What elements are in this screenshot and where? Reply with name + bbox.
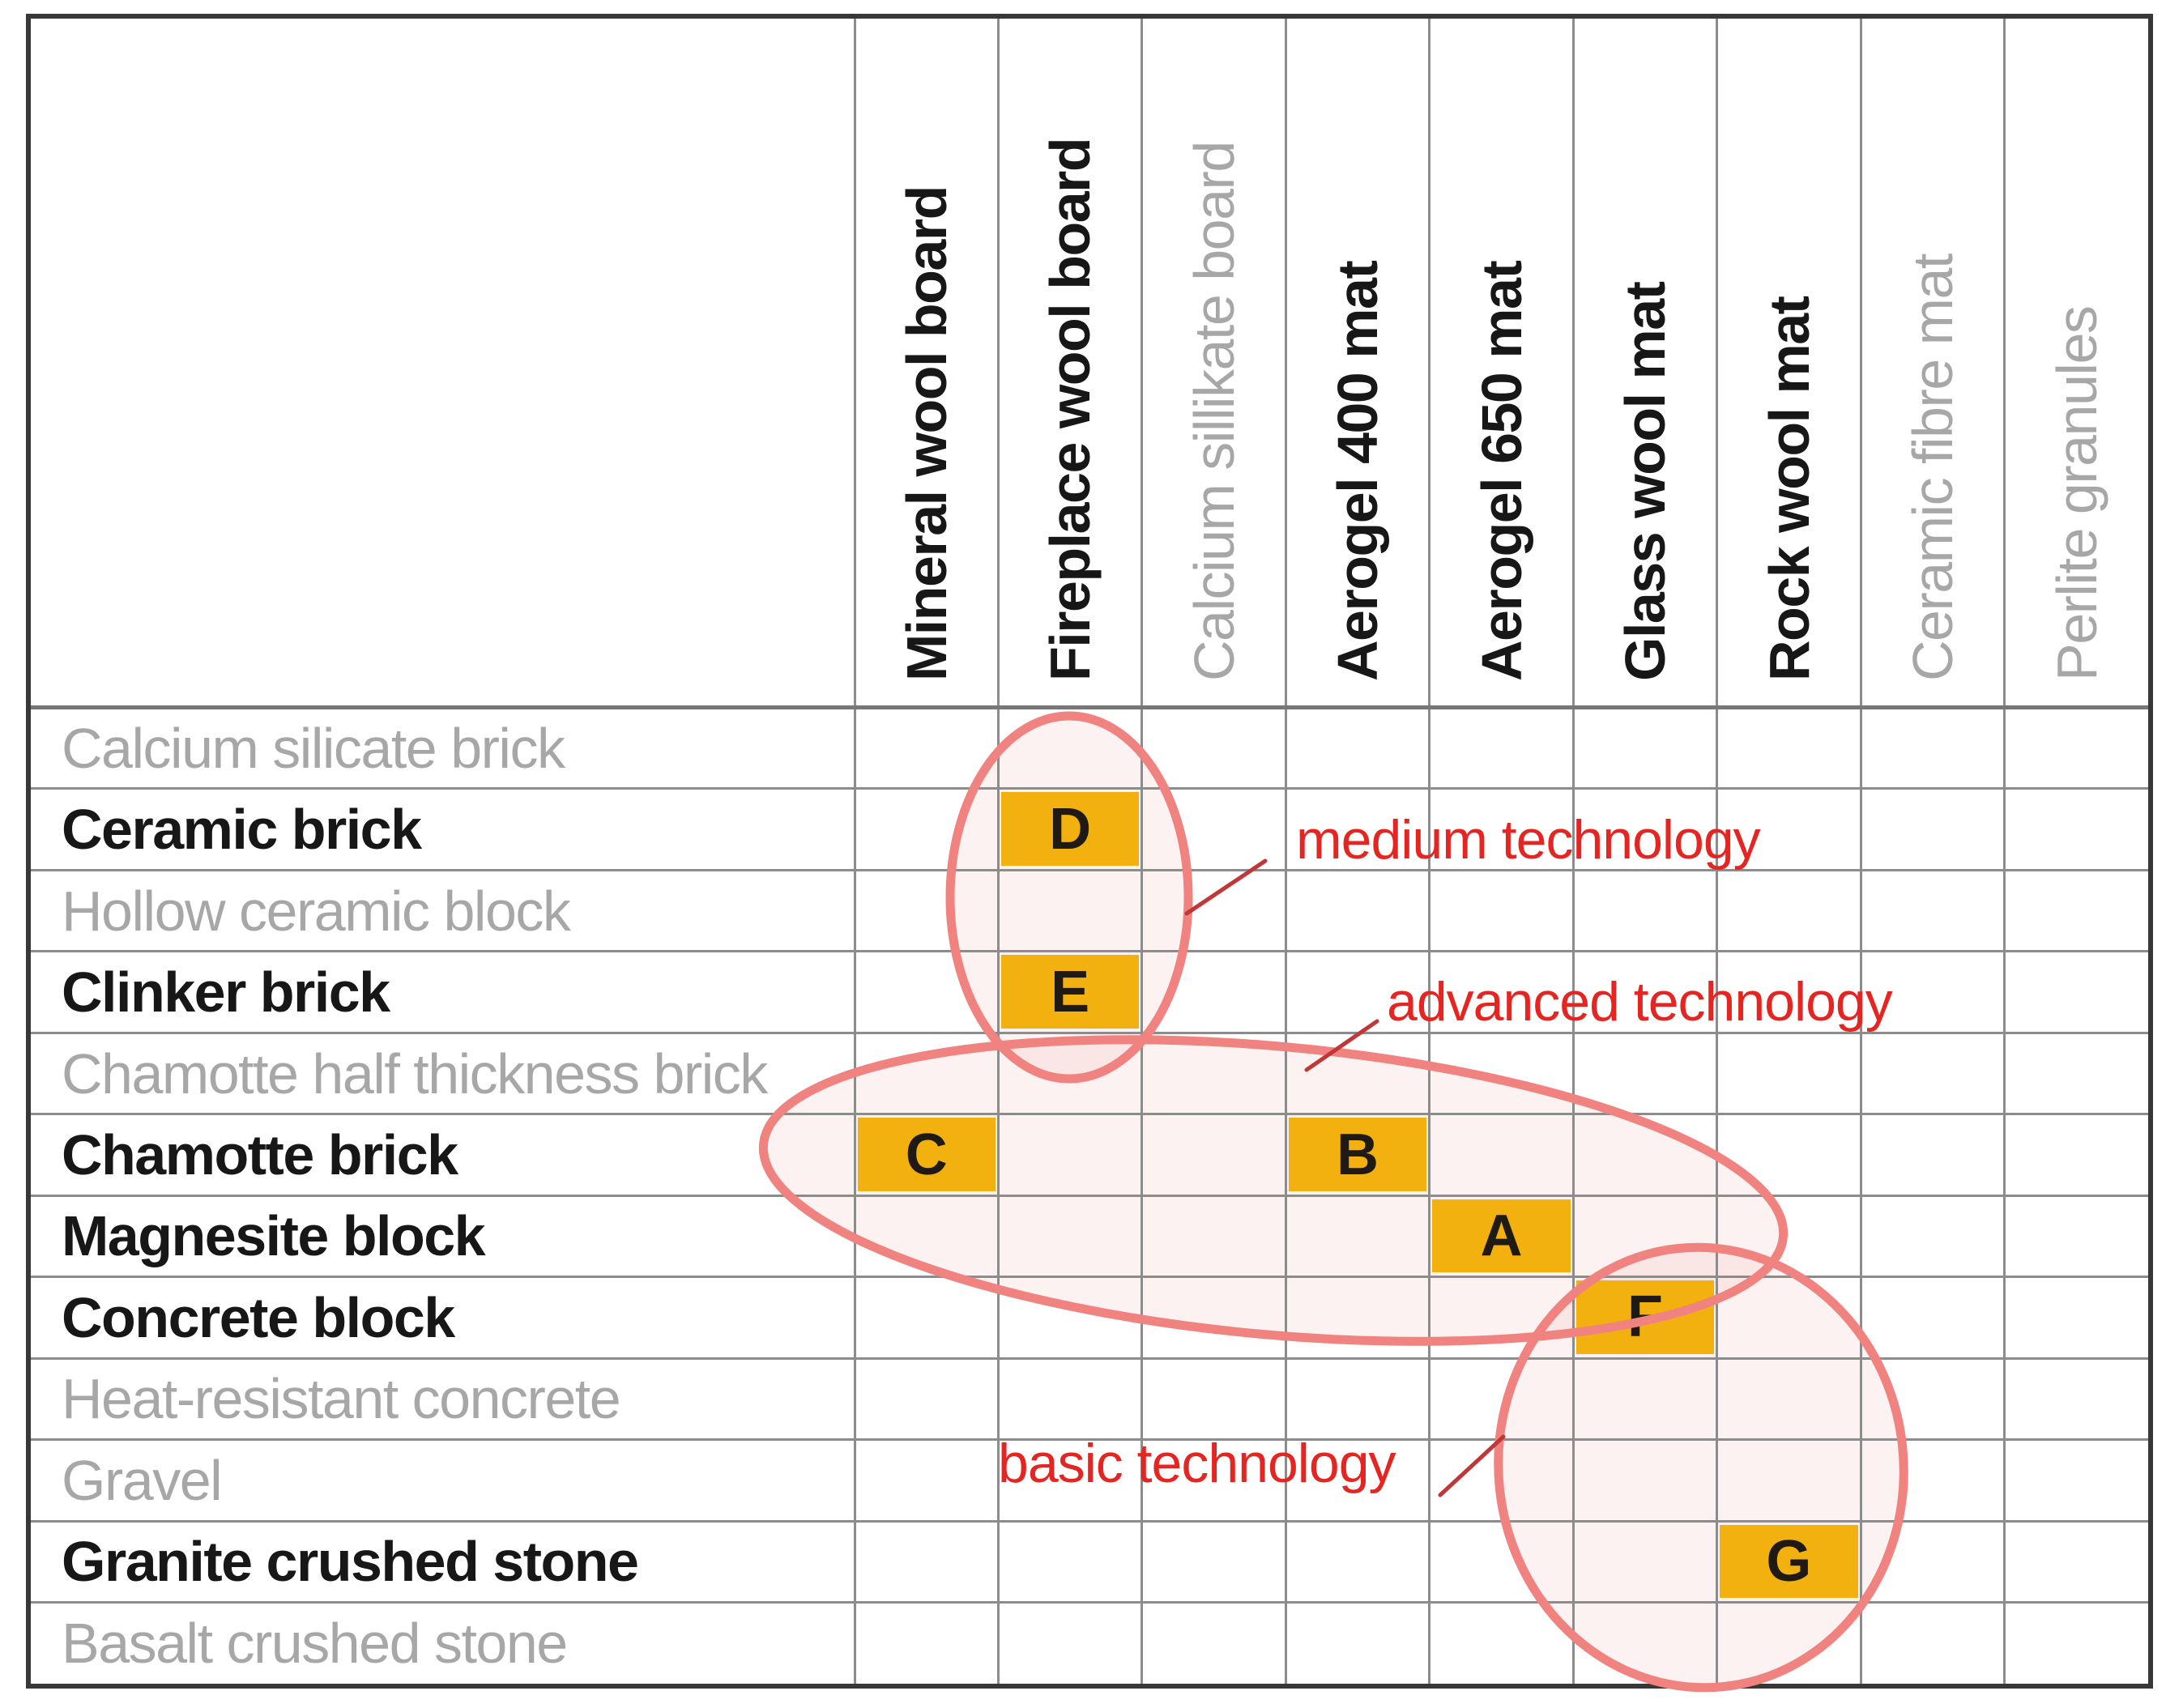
matrix-table-frame bbox=[26, 14, 2153, 1689]
